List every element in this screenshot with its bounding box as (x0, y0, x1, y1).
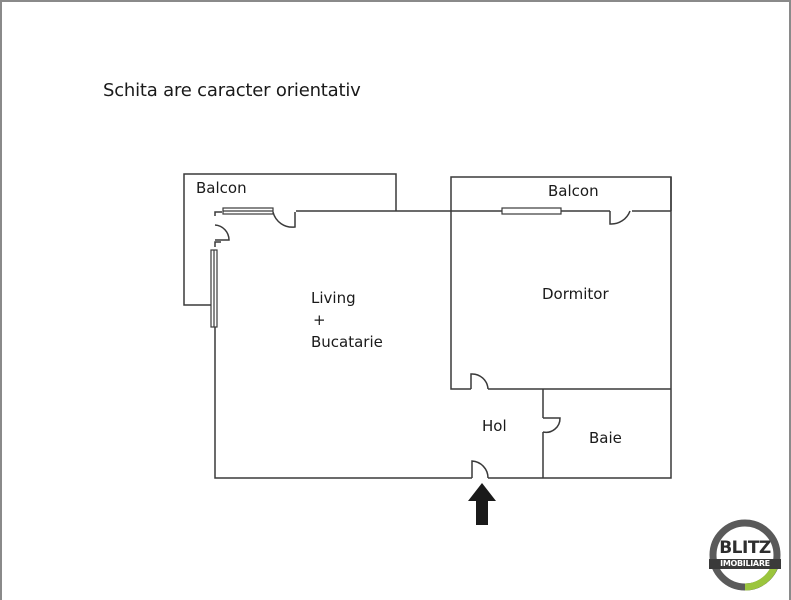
balcony-left-wall (183, 173, 397, 306)
room-label-dormitor: Dormitor (542, 285, 609, 303)
disclaimer-note: Schita are caracter orientativ (103, 80, 361, 101)
door-swing-baie (542, 417, 561, 434)
logo-ring-icon (709, 519, 781, 591)
door-swing-top-left (272, 211, 296, 228)
living-top-left-stub (214, 211, 222, 216)
room-label-bucatarie: Bucatarie (311, 333, 383, 351)
living-left-upper-wall (214, 241, 221, 247)
room-label-balcon-left: Balcon (196, 179, 247, 197)
logo-text-imobiliare: IMOBILIARE (709, 559, 781, 569)
living-left-wall (214, 326, 472, 479)
room-label-hol: Hol (482, 417, 507, 435)
room-label-living: Living (311, 289, 356, 307)
door-swing-dormitor-balcony (609, 210, 631, 225)
arrow-up-icon (468, 483, 496, 525)
logo-text-blitz: BLITZ (719, 538, 771, 558)
window-dormitor-top (501, 207, 562, 215)
room-label-balcon-right: Balcon (548, 182, 599, 200)
door-swing-left (214, 224, 230, 241)
room-label-baie: Baie (589, 429, 622, 447)
door-swing-dormitor (470, 373, 489, 390)
door-swing-entrance (471, 460, 489, 479)
room-label-living-plus: + (313, 311, 326, 329)
right-outer-wall (488, 177, 672, 479)
blitz-imobiliare-logo: BLITZ IMOBILIARE (708, 518, 782, 592)
dormitor-left-wall (450, 211, 471, 390)
